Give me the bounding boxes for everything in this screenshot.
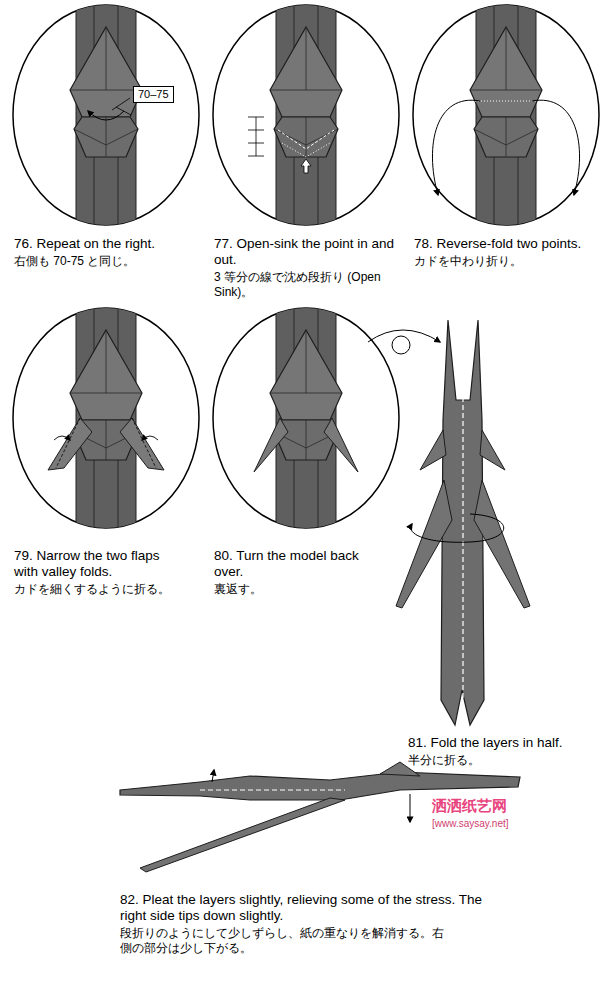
step-caption: 81. Fold the layers in half. [408,735,606,751]
step-caption-ja: 半分に折る。 [408,753,606,768]
watermark-url: [www.saysay.net] [432,818,572,830]
step-caption-ja: 段折りのようにして少しずらし、紙の重なりを解消する。右側の部分は少し下がる。 [120,926,455,956]
leader-line [112,98,130,110]
step-caption-ja: カドを細くするように折る。 [14,582,204,597]
step-caption: 76. Repeat on the right. [14,236,206,252]
step-caption-ja: 右側も 70-75 と同じ。 [14,254,206,269]
step-caption-ja: 裏返す。 [214,582,404,597]
step-caption: 81. Fold the layers in half. [408,735,606,751]
step-reference-box: 70–75 [133,86,174,103]
step-caption-ja: カドを中わり折り。 [414,254,606,269]
step-caption: 79. Narrow the two flaps with valley fol… [14,548,179,580]
step-caption-ja: カドを中わり折り。 [414,254,606,269]
step-caption: 77. Open-sink the point in and out. [214,236,400,268]
step-caption-ja: 半分に折る。 [408,753,606,768]
step-caption: 80. Turn the model back over. [214,548,379,580]
step-caption: 82. Pleat the layers slightly, relieving… [120,892,510,924]
step-caption-ja: 3 等分の線で沈め段折り (Open Sink)。 [214,270,392,300]
step-caption: 79. Narrow the two flaps with valley fol… [14,548,179,580]
step-reference: 70–75 [138,88,169,101]
step-caption: 82. Pleat the layers slightly, relieving… [120,892,510,924]
watermark: 洒洒纸艺网 [432,797,572,815]
step-caption-ja: カドを細くするように折る。 [14,582,204,597]
step-caption: 78. Reverse-fold two points. [414,236,606,252]
step-caption: 76. Repeat on the right. [14,236,206,252]
step-caption-ja: 裏返す。 [214,582,404,597]
step-caption-ja: 3 等分の線で沈め段折り (Open Sink)。 [214,270,392,300]
step-caption: 77. Open-sink the point in and out. [214,236,400,268]
step-caption-ja: 右側も 70-75 と同じ。 [14,254,206,269]
step-caption: 78. Reverse-fold two points. [414,236,606,252]
step-caption: 80. Turn the model back over. [214,548,379,580]
step-caption-ja: 段折りのようにして少しずらし、紙の重なりを解消する。右側の部分は少し下がる。 [120,926,455,956]
watermark-url: [www.saysay.net] [432,818,572,830]
watermark: 洒洒纸艺网 [432,797,572,815]
